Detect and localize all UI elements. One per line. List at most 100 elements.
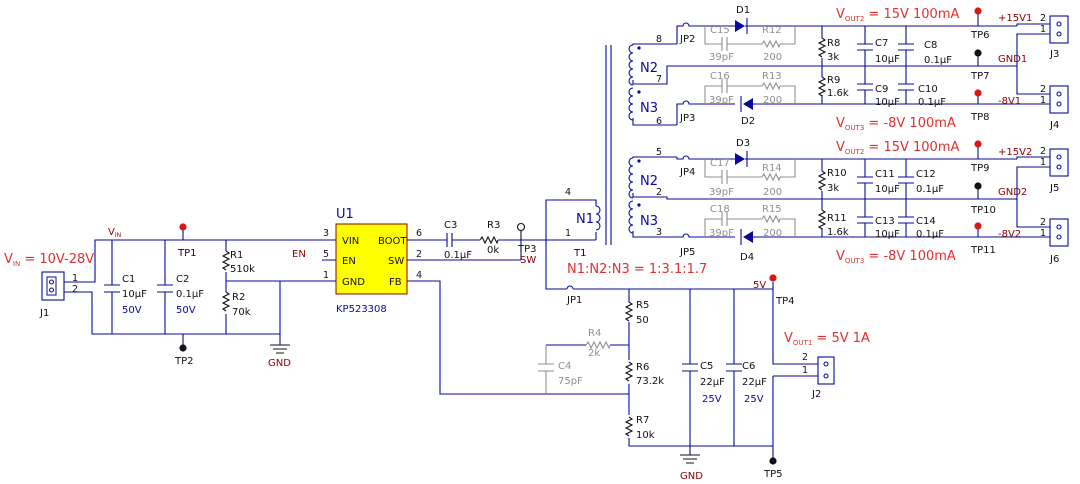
bot-net-pos: +15V2 xyxy=(998,147,1032,158)
j1-ref: J1 xyxy=(39,308,49,319)
transformer-t1[interactable]: N1 4 1 T1 N1:N2:N3 = 1:3.1:1.7 xyxy=(545,45,707,277)
bot-c-a2-ref: C12 xyxy=(916,169,936,180)
bot-d-a: D3 xyxy=(736,138,750,149)
top-r-b-ref: R9 xyxy=(827,75,840,86)
bot-net-neg: -8V2 xyxy=(998,229,1021,240)
connector-j3[interactable] xyxy=(1049,15,1069,44)
bot-r-snub-a-val: 200 xyxy=(763,187,782,198)
c5-val: 22µF xyxy=(700,377,725,388)
r3-val: 0k xyxy=(487,245,499,256)
turns-ratio: N1:N2:N3 = 1:3.1:1.7 xyxy=(567,262,707,277)
top-c-b1-val: 10µF xyxy=(875,97,900,108)
top-pin-8: 8 xyxy=(656,34,662,45)
top-r-snub-a-ref: R12 xyxy=(762,25,782,36)
j4-ref: J4 xyxy=(1049,120,1059,131)
top-c-a2-ref: C8 xyxy=(924,40,937,51)
top-pin-7: 7 xyxy=(656,74,662,85)
ic-u1[interactable]: U1 KP523308 VIN EN GND BOOT SW FB 3 5 1 … xyxy=(323,207,422,315)
bot-jp-b: JP5 xyxy=(679,247,695,258)
connector-j1[interactable] xyxy=(41,271,65,301)
bot-c-b2-val: 0.1µF xyxy=(916,229,944,240)
bot-r-snub-b-val: 200 xyxy=(763,228,782,239)
c1-val: 10µF xyxy=(122,289,147,300)
r4-val: 2k xyxy=(588,348,600,359)
bot-c-snub-a-ref: C17 xyxy=(710,158,730,169)
tp11-marker[interactable] xyxy=(974,222,982,230)
top-vout2-label: VOUT2 = 15V 100mA xyxy=(836,7,959,23)
u1-pin-num-1: 1 xyxy=(323,270,329,281)
connector-j5[interactable] xyxy=(1049,148,1069,177)
u1-pin-num-3: 3 xyxy=(323,228,329,239)
gnd-net-label-2: GND xyxy=(680,471,703,482)
j2-pin1: 1 xyxy=(802,365,808,376)
j3-pin2: 2 xyxy=(1040,13,1046,24)
j6-pin2: 2 xyxy=(1040,217,1046,228)
j5-pin1: 1 xyxy=(1040,157,1046,168)
tp10-label: TP10 xyxy=(970,205,996,216)
top-pin-6: 6 xyxy=(656,116,662,127)
tp7-marker[interactable] xyxy=(974,49,982,57)
v5-net-label: 5V xyxy=(753,280,766,291)
r6-ref: R6 xyxy=(636,362,649,373)
j1-pin1: 1 xyxy=(72,273,78,284)
tp6-label: TP6 xyxy=(970,30,990,41)
top-r-a-val: 3k xyxy=(827,52,839,63)
bot-c-b1-val: 10µF xyxy=(875,229,900,240)
connector-j4[interactable] xyxy=(1049,85,1069,114)
bot-n2-label: N2 xyxy=(640,174,658,189)
u1-pin-name-gnd: GND xyxy=(342,277,365,288)
top-r-snub-a-val: 200 xyxy=(763,52,782,63)
r7-ref: R7 xyxy=(636,415,649,426)
top-jp-a: JP2 xyxy=(679,34,695,45)
tp6-marker[interactable] xyxy=(974,7,982,15)
bot-n3-label: N3 xyxy=(640,214,658,229)
tp1-marker[interactable] xyxy=(179,223,187,231)
top-c-b2-val: 0.1µF xyxy=(918,97,946,108)
top-d-a: D1 xyxy=(736,5,750,16)
top-net-neg: -8V1 xyxy=(998,96,1021,107)
bot-c-b1-ref: C13 xyxy=(875,216,895,227)
en-net-label: EN xyxy=(292,249,306,260)
u1-pin-num-5: 5 xyxy=(323,249,329,260)
t1-pin-1: 1 xyxy=(565,228,571,239)
u1-pin-num-2: 2 xyxy=(416,249,422,260)
u1-pin-name-boot: BOOT xyxy=(378,236,407,247)
tp10-marker[interactable] xyxy=(974,182,982,190)
tp3-label: TP3 xyxy=(517,244,537,255)
tp4-marker[interactable] xyxy=(769,274,777,282)
top-jp-b: JP3 xyxy=(679,113,695,124)
input-section: VIN = 10V-28V J1 1 2 VIN C1 10µF 50V C2 … xyxy=(4,223,322,369)
tp2-label: TP2 xyxy=(174,356,194,367)
c4-val: 75pF xyxy=(558,376,583,387)
bot-r-a-ref: R10 xyxy=(827,168,847,179)
bot-vout2-label: VOUT2 = 15V 100mA xyxy=(836,140,959,156)
top-c-a1-val: 10µF xyxy=(875,54,900,65)
top-r-snub-b-val: 200 xyxy=(763,95,782,106)
tp3-marker[interactable] xyxy=(516,222,526,232)
connector-j6[interactable] xyxy=(1049,218,1069,247)
tp7-label: TP7 xyxy=(970,71,990,82)
tp2-marker[interactable] xyxy=(179,344,187,352)
u1-pin-num-6: 6 xyxy=(416,228,422,239)
bot-c-b2-ref: C14 xyxy=(916,216,936,227)
tp4-label: TP4 xyxy=(775,296,795,307)
r5-val: 50 xyxy=(636,315,649,326)
tp9-marker[interactable] xyxy=(974,140,982,148)
r1-ref: R1 xyxy=(230,250,243,261)
top-net-pos: +15V1 xyxy=(998,13,1032,24)
tp5-label: TP5 xyxy=(763,469,783,480)
top-c-b2-ref: C10 xyxy=(918,84,938,95)
tp8-marker[interactable] xyxy=(974,89,982,97)
r1-val: 510k xyxy=(230,264,255,275)
j3-pin1: 1 xyxy=(1040,24,1046,35)
top-c-snub-b-ref: C16 xyxy=(710,71,730,82)
j6-ref: J6 xyxy=(1049,254,1059,265)
tp5-marker[interactable] xyxy=(769,457,777,465)
bot-pin-3: 3 xyxy=(656,227,662,238)
v5-output-section: JP1 5V TP4 R5 50 R6 73.2k R7 10k R4 2k C… xyxy=(538,240,870,482)
bot-c-a1-val: 10µF xyxy=(875,184,900,195)
bot-pin-5: 5 xyxy=(656,147,662,158)
tp11-label: TP11 xyxy=(970,245,996,256)
j5-pin2: 2 xyxy=(1040,146,1046,157)
connector-j2[interactable] xyxy=(817,356,835,385)
